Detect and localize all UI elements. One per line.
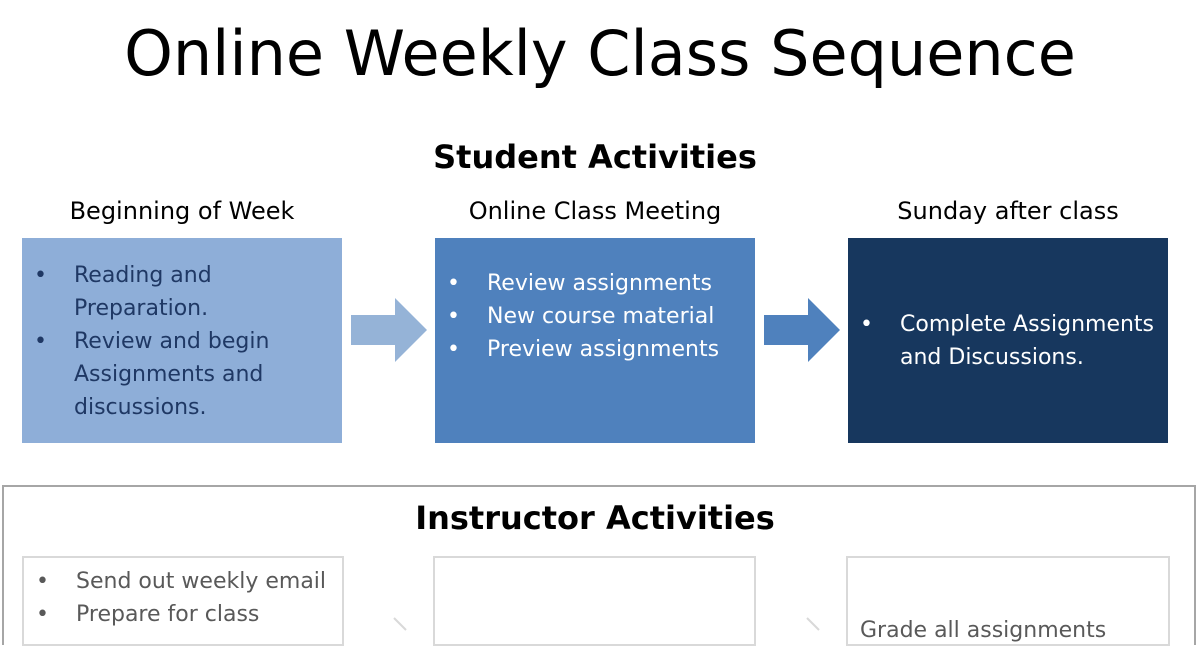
arrow-right-icon [806,617,820,631]
list-item: Complete Assignments and Discussions. [848,308,1168,374]
box-beginning-of-week: Reading and Preparation. Review and begi… [22,238,342,443]
box-online-class-meeting: Review assignments New course material P… [435,238,755,443]
list-item: Review assignments [435,267,755,300]
instructor-grading-text: Grade all assignments [860,618,1107,643]
col-label-sunday-after-class: Sunday after class [897,197,1119,225]
list-item: Reading and Preparation. [22,259,342,325]
page-title: Online Weekly Class Sequence [124,17,1076,90]
arrow-right-icon [764,298,840,362]
list-item: Send out weekly email [24,565,342,598]
col-label-online-class-meeting: Online Class Meeting [468,197,722,225]
list-item: Preview assignments [435,333,755,366]
col-label-beginning-of-week: Beginning of Week [69,197,295,225]
arrow-right-icon [393,617,407,631]
instructor-box-class-meeting [433,556,756,646]
instructor-activities-heading: Instructor Activities [415,499,775,537]
instructor-box-beginning: Send out weekly email Prepare for class [22,556,344,646]
student-activities-heading: Student Activities [433,138,757,176]
instructor-box-sunday: Grade all assignments [846,556,1170,646]
list-item: New course material [435,300,755,333]
instructor-activities-panel [2,485,1196,645]
arrow-right-icon [351,298,427,362]
box-sunday-after-class: Complete Assignments and Discussions. [848,238,1168,443]
list-item: Review and begin Assignments and discuss… [22,325,342,424]
list-item: Prepare for class [24,598,342,631]
